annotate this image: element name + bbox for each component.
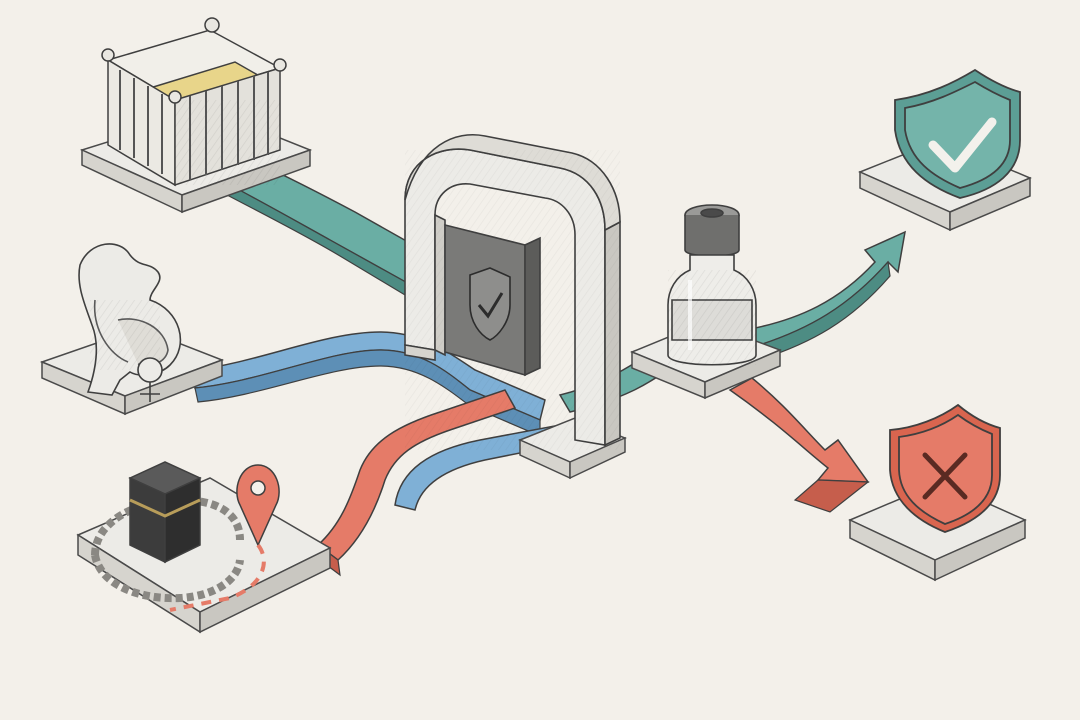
flow-vaccine-to-unprotected-side [793,479,870,513]
vaccine-vial-icon [667,204,757,366]
crib-icon [101,17,287,187]
kaaba-location-pin-icon [91,461,280,612]
shield-x-icon [889,403,1001,533]
shield-check-gate-icon [404,134,621,450]
pregnant-woman-female-symbol-icon [78,243,182,402]
gate-shield-icon [469,267,511,341]
flow-vaccine-to-protected-side [749,260,891,363]
flow-crib-to-gate-side [203,170,421,306]
shield-check-icon [894,68,1021,199]
